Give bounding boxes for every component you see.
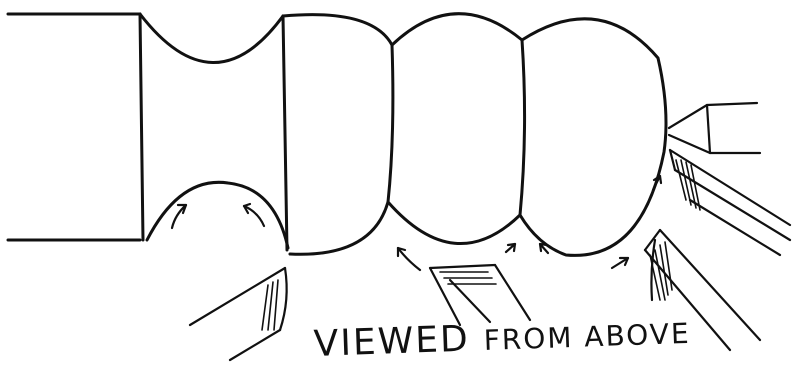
caption-viewed: VIEWED [313,318,471,365]
rotation-arrows [170,174,663,272]
parting-tool [667,101,762,155]
tool-left [188,266,288,362]
caption-from-above: FROM ABOVE [483,316,692,358]
tool-bar-lower-right [643,228,762,352]
lobe-3 [518,17,668,257]
tool-center [428,263,532,327]
lobe-2 [386,12,527,245]
lobe-1 [281,13,395,256]
concave-section [138,12,289,252]
tool-bar-right [668,148,792,257]
left-stock [6,12,142,242]
round-form-wheel [145,180,290,250]
